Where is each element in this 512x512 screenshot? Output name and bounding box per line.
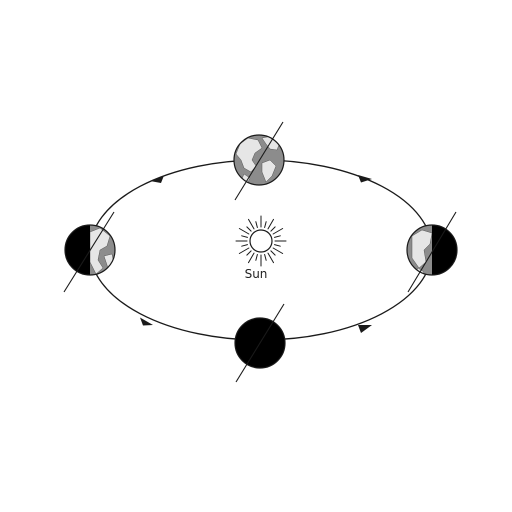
sun-ray <box>238 228 250 235</box>
sun-ray <box>255 221 258 228</box>
sun-ray <box>241 235 248 238</box>
sun-ray <box>270 250 276 256</box>
earth-globe-icon <box>63 211 116 293</box>
sun-ray <box>267 218 274 230</box>
sun-ray <box>264 254 267 261</box>
direction-arrow-icon <box>358 325 372 333</box>
direction-arrow-icon <box>150 175 164 183</box>
sun-label: Sun <box>244 267 268 281</box>
sun-ray <box>246 226 252 232</box>
sun-ray <box>238 247 250 254</box>
direction-arrow-icon <box>358 175 372 183</box>
earth-globe-icon <box>406 211 458 293</box>
earth-globe-icon <box>233 121 285 201</box>
sun-ray <box>241 244 248 247</box>
earth-globe-icon <box>234 303 286 383</box>
sun-ray <box>272 228 284 235</box>
sun-ray <box>267 252 274 264</box>
sun-ray <box>274 235 281 238</box>
sun-ray <box>246 250 252 256</box>
sun-ray <box>248 252 255 264</box>
direction-arrow-icon <box>140 317 153 326</box>
sun-ray <box>274 244 281 247</box>
sun-ray <box>270 226 276 232</box>
sun-ray <box>255 254 258 261</box>
sun-ray <box>248 218 255 230</box>
sun-icon <box>235 215 287 267</box>
sun-ray <box>264 221 267 228</box>
sun-ray <box>272 247 284 254</box>
